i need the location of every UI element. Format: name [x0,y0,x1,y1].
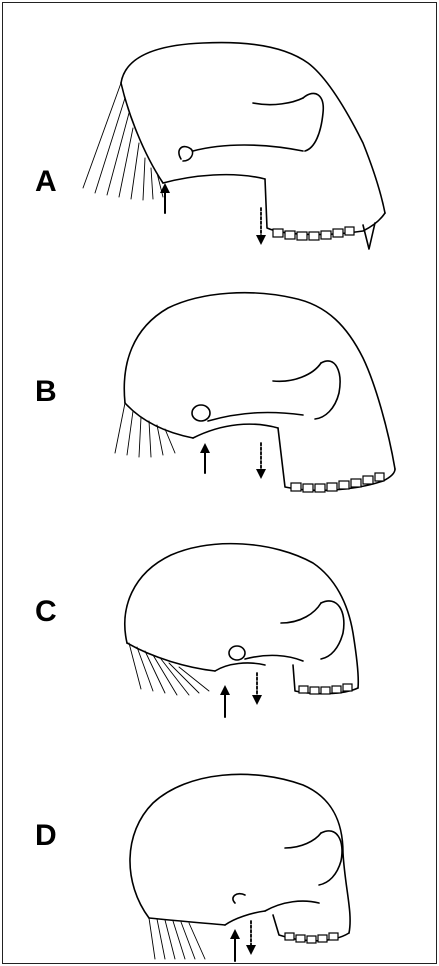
dashed-arrow-c [252,673,262,705]
dashed-arrow-b [256,443,266,479]
neck-hatching-d [149,918,205,959]
panel-d: D [3,723,436,963]
skull-c [3,483,436,723]
solid-arrow-d [230,929,240,961]
skull-b [3,243,436,483]
skull-a [3,3,436,243]
panel-c: C [3,483,436,723]
solid-arrow-a [160,183,170,213]
dashed-arrow-d [246,921,256,955]
neck-hatching-a [83,83,163,200]
dashed-arrow-a [256,208,266,245]
panel-b: B [3,243,436,483]
solid-arrow-c [220,685,230,717]
skull-d [3,723,436,963]
solid-arrow-b [200,443,210,473]
panel-a: A [3,3,436,243]
teeth-d [285,933,338,943]
